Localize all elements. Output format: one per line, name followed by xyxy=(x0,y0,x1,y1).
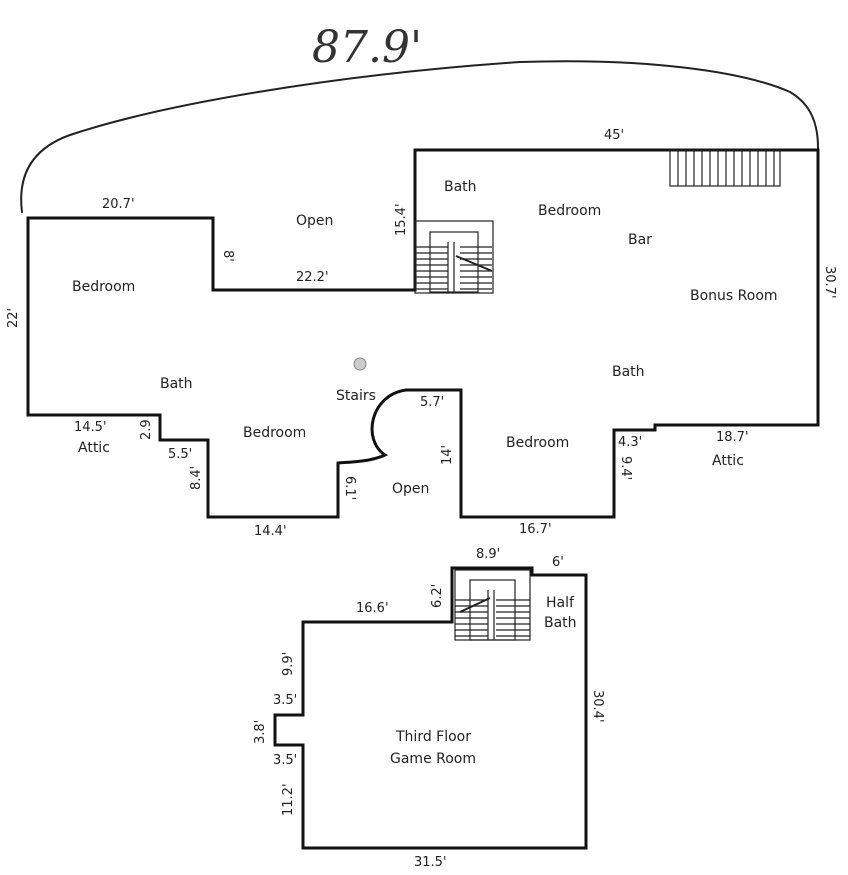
second-floor-outline xyxy=(26,148,820,519)
room-bath-left: Bath xyxy=(160,376,193,392)
dim-4-3: 4.3' xyxy=(618,435,642,450)
room-bath-top: Bath xyxy=(444,179,477,195)
room-attic-left: Attic xyxy=(78,440,110,456)
post-marker xyxy=(353,357,367,371)
dim-14-4: 14.4' xyxy=(254,524,287,539)
dim-3-5-upper: 3.5' xyxy=(273,693,297,708)
dim-6-2: 6.2' xyxy=(430,584,445,608)
room-open-top: Open xyxy=(296,213,333,229)
room-bar: Bar xyxy=(628,232,652,248)
dim-22-2: 22.2' xyxy=(296,270,329,285)
dim-16-6: 16.6' xyxy=(356,601,389,616)
room-half-bath-line1: Half xyxy=(546,595,575,611)
dim-11-2: 11.2' xyxy=(281,783,296,816)
handwritten-total-label: 87.9' xyxy=(312,22,422,73)
room-stairs: Stairs xyxy=(336,388,376,404)
dim-8-9: 8.9' xyxy=(476,547,500,562)
room-half-bath-line2: Bath xyxy=(544,615,577,631)
dim-5-7: 5.7' xyxy=(420,395,444,410)
room-bedroom-top: Bedroom xyxy=(538,203,601,219)
room-bedroom-right: Bedroom xyxy=(506,435,569,451)
dim-8-4: 8.4' xyxy=(189,466,204,490)
room-bedroom-mid: Bedroom xyxy=(243,425,306,441)
handwritten-arc xyxy=(20,60,819,213)
dim-18-7: 18.7' xyxy=(716,430,749,445)
dim-9-4: 9.4' xyxy=(618,456,633,480)
dim-30-7: 30.7' xyxy=(822,266,837,299)
dim-20-7: 20.7' xyxy=(102,197,135,212)
room-open-bottom: Open xyxy=(392,481,429,497)
room-attic-right: Attic xyxy=(712,453,744,469)
room-third-floor-line2: Game Room xyxy=(390,751,476,767)
room-third-floor-line1: Third Floor xyxy=(395,729,471,745)
dim-14-5: 14.5' xyxy=(74,420,107,435)
dim-15-4: 15.4' xyxy=(394,203,409,236)
dim-3-8: 3.8' xyxy=(253,720,268,744)
dim-6: 6' xyxy=(552,555,564,570)
room-bedroom-left: Bedroom xyxy=(72,279,135,295)
dim-14: 14' xyxy=(440,445,455,465)
stairs-second-floor xyxy=(414,220,494,294)
dim-5-5: 5.5' xyxy=(168,447,192,462)
dim-30-4: 30.4' xyxy=(590,690,605,723)
dim-9-9: 9.9' xyxy=(281,652,296,676)
dim-3-5-lower: 3.5' xyxy=(273,753,297,768)
third-floor-outline xyxy=(273,566,588,850)
room-bath-right: Bath xyxy=(612,364,645,380)
dim-22: 22' xyxy=(6,308,21,328)
dim-6-1: 6.1' xyxy=(342,476,357,500)
dim-8: 8' xyxy=(220,250,235,262)
dim-45: 45' xyxy=(604,128,624,143)
dim-16-7: 16.7' xyxy=(519,522,552,537)
room-bonus: Bonus Room xyxy=(690,288,778,304)
stairs-third-floor xyxy=(454,569,531,641)
dim-2-9: 2.9 xyxy=(139,419,154,440)
dim-31-5: 31.5' xyxy=(414,855,447,870)
bar-counter xyxy=(669,149,781,187)
